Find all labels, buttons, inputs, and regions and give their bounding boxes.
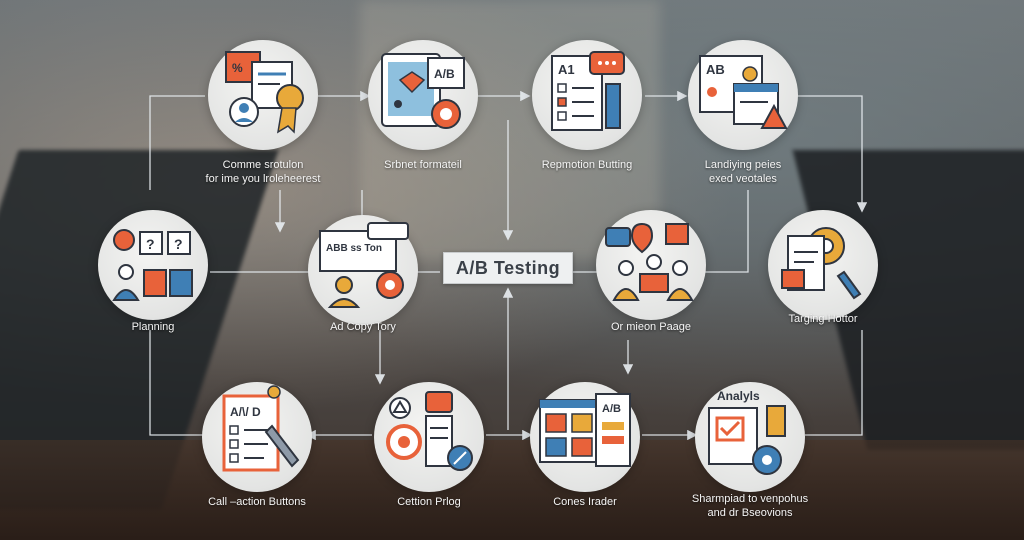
- browser-warning-icon: AB: [699, 55, 788, 129]
- label-cones-line1: Cones Irader: [553, 496, 617, 508]
- node-targing: [768, 210, 878, 320]
- label-cettion-line1: Cettion Prlog: [397, 496, 461, 508]
- center-ab-testing-label: A/B Testing: [443, 252, 573, 284]
- node-format: A/B: [368, 40, 478, 150]
- label-calltoaction: Call –action Buttons: [157, 495, 357, 509]
- label-comme-line1: Comme srotulon: [222, 159, 304, 171]
- gear-target-icon: [781, 227, 862, 300]
- repmotion-tag-text: A1: [558, 62, 575, 77]
- label-adcopy-line1: Ad Copy Tory: [330, 321, 396, 333]
- document-award-icon: %: [225, 51, 304, 134]
- landying-tag-text: AB: [706, 62, 725, 77]
- svg-text:?: ?: [174, 236, 183, 252]
- cones-icon-text: A/B: [602, 403, 621, 415]
- label-planning-line1: Planning: [131, 321, 175, 333]
- node-repmotion: A1: [532, 40, 642, 150]
- team-puzzle-icon: ? ?: [112, 229, 193, 301]
- label-comme-line2: for ime you lroleheerest: [205, 173, 321, 185]
- tablet-diamond-icon: A/B: [381, 53, 465, 129]
- screen-presenter-icon: ABB ss Ton: [319, 222, 409, 308]
- checklist-pencil-icon: A/\/ D: [222, 385, 300, 472]
- node-adcopy: ABB ss Ton: [308, 215, 418, 325]
- label-planning: Planning: [53, 320, 253, 334]
- label-cones: Cones Irader: [485, 495, 685, 509]
- label-ormiseon: Or mieon Paage: [551, 320, 751, 334]
- analytics-gear-icon: Analyls: [708, 389, 786, 475]
- dashboard-grid-icon: A/B: [539, 393, 631, 467]
- label-format-line1: Srbnet formateil: [384, 159, 462, 171]
- label-format: Srbnet formateil: [323, 158, 523, 172]
- target-compass-icon: [386, 391, 473, 471]
- node-planning: ? ?: [98, 210, 208, 320]
- label-sharmpiad-line2: and dr Bseovions: [707, 507, 793, 519]
- label-targing: Targing Hottor: [723, 312, 923, 326]
- label-adcopy: Ad Copy Tory: [263, 320, 463, 334]
- node-landying: AB: [688, 40, 798, 150]
- node-sharmpiad: Analyls: [695, 382, 805, 492]
- label-repmotion: Repmotion Butting: [487, 158, 687, 172]
- svg-text:?: ?: [146, 236, 155, 252]
- label-sharmpiad: Sharmpiad to venpohus and dr Bseovions: [650, 492, 850, 520]
- label-landying-line2: exed veotales: [709, 173, 777, 185]
- label-landying-line1: Landiying peies: [704, 159, 782, 171]
- node-comme: %: [208, 40, 318, 150]
- checklist-chat-icon: A1: [551, 51, 625, 131]
- format-tag-text: A/B: [434, 67, 455, 81]
- node-calltoaction: A/\/ D: [202, 382, 312, 492]
- label-ormiseon-line1: Or mieon Paage: [610, 321, 692, 333]
- label-cettion: Cettion Prlog: [329, 495, 529, 509]
- calltoaction-icon-text: A/\/ D: [230, 405, 261, 419]
- label-sharmpiad-line1: Sharmpiad to venpohus: [691, 493, 809, 505]
- node-cones: A/B: [530, 382, 640, 492]
- svg-text:%: %: [232, 61, 243, 75]
- node-ormiseon: [596, 210, 706, 320]
- label-calltoaction-line1: Call –action Buttons: [208, 496, 306, 508]
- label-landying: Landiying peies exed veotales: [643, 158, 843, 186]
- adcopy-icon-text: ABB ss Ton: [326, 243, 382, 254]
- team-location-icon: [605, 222, 694, 301]
- label-targing-line1: Targing Hottor: [788, 313, 858, 325]
- background-desk: [0, 440, 1024, 540]
- node-cettion: [374, 382, 484, 492]
- sharmpiad-icon-text: Analyls: [717, 389, 760, 403]
- label-comme: Comme srotulon for ime you lroleheerest: [163, 158, 363, 186]
- label-repmotion-line1: Repmotion Butting: [541, 159, 633, 171]
